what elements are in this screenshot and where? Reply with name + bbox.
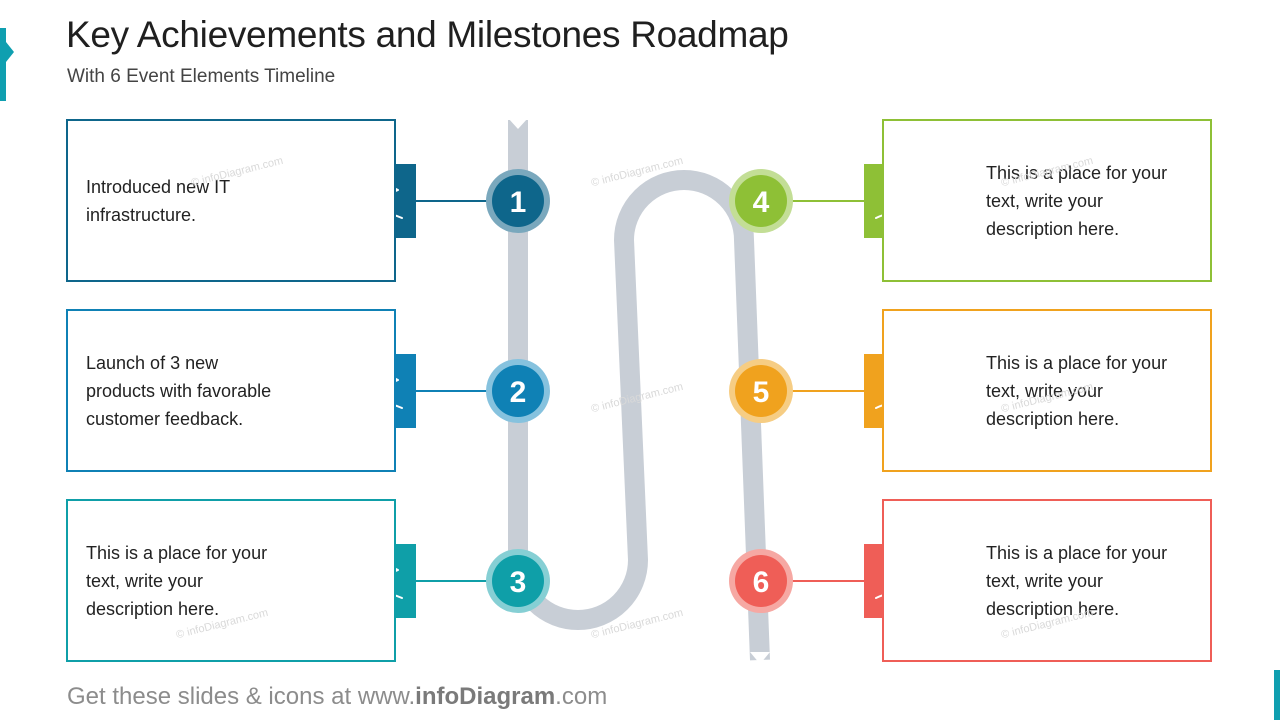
footer-suffix: .com [555, 683, 608, 710]
milestone-marker-4: 4 [729, 169, 793, 233]
milestone-number-5: 5 [753, 376, 770, 409]
milestone-text-2: Launch of 3 new products with favorable … [86, 352, 272, 429]
milestone-text-4: This is a place for your text, write you… [986, 162, 1168, 239]
milestone-marker-1: 1 [486, 169, 550, 233]
milestone-text-6: This is a place for your text, write you… [986, 542, 1168, 619]
title-accent-bar [0, 28, 6, 101]
title-accent-notch [6, 42, 14, 62]
milestone-number-4: 4 [753, 186, 770, 219]
milestone-box-5: This is a place for your text, write you… [882, 309, 1212, 472]
milestone-text-1: Introduced new IT infrastructure. [86, 176, 231, 225]
milestone-text-3: This is a place for your text, write you… [86, 542, 268, 619]
footer-brand: infoDiagram [415, 683, 556, 710]
milestone-text-5: This is a place for your text, write you… [986, 352, 1168, 429]
milestone-marker-5: 5 [729, 359, 793, 423]
corner-accent-bar [1274, 670, 1280, 720]
page-subtitle: With 6 Event Elements Timeline [67, 66, 336, 87]
milestone-box-1: Introduced new IT infrastructure. [66, 119, 396, 282]
road-path [508, 120, 770, 661]
footer-prefix: Get these slides & icons at www. [67, 683, 416, 710]
milestone-number-3: 3 [510, 566, 527, 599]
milestone-marker-6: 6 [729, 549, 793, 613]
milestone-box-2: Launch of 3 new products with favorable … [66, 309, 396, 472]
milestone-marker-2: 2 [486, 359, 550, 423]
footer-credit: Get these slides & icons at www.infoDiag… [67, 683, 607, 711]
milestone-number-1: 1 [510, 186, 527, 219]
page-title: Key Achievements and Milestones Roadmap [66, 14, 789, 55]
milestone-box-6: This is a place for your text, write you… [882, 499, 1212, 662]
road-end-arrow [750, 652, 770, 664]
road-start-notch [508, 118, 528, 129]
milestone-number-6: 6 [753, 566, 770, 599]
milestone-box-4: This is a place for your text, write you… [882, 119, 1212, 282]
milestone-box-3: This is a place for your text, write you… [66, 499, 396, 662]
milestone-marker-3: 3 [486, 549, 550, 613]
milestone-number-2: 2 [510, 376, 527, 409]
